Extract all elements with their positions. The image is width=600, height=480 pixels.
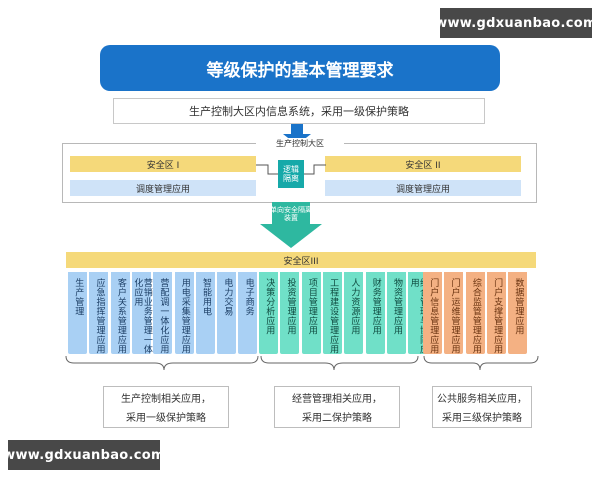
app-column-label: 营配调一体化应用 [158,278,169,354]
app-column-label: 智能用电 [201,278,212,316]
app-column-label: 营销业务管理一体化应用 [132,278,152,354]
summary-line2: 采用三级保护策略 [442,413,522,424]
app-column-business: 工程建设管理应用 [322,272,342,354]
app-column-business: 财务管理应用 [365,272,385,354]
app-column-label: 门户信息管理应用 [428,278,439,354]
app-column-production: 电子商务 [238,272,258,354]
summary-line2: 采用二保护策略 [302,413,372,424]
app-column-public: 门户信息管理应用 [423,272,442,354]
app-column-production: 生产管理 [68,272,87,354]
app-column-label: 门户运维管理应用 [449,278,460,354]
green-arrow-icon [260,202,322,248]
zone2-dispatch-app: 调度管理应用 [325,180,521,196]
summary-business-management: 经营管理相关应用， 采用二保护策略 [274,386,400,428]
app-column-production: 营销业务管理一体化应用 [131,272,152,354]
app-column-label: 物资管理应用 [392,278,403,335]
logical-isolation-box: 逻辑隔离 [278,160,304,188]
app-column-label: 电力交易 [222,278,233,316]
app-column-business: 人力资源应用 [344,272,364,354]
app-column-public: 综合监管管理应用 [465,272,485,354]
app-column-production: 智能用电 [195,272,215,354]
group-brackets [65,355,539,371]
one-way-isolation-label: 单向安全隔离装置 [270,206,312,223]
security-zone-2: 安全区 II [325,156,521,172]
app-column-public: 门户支撑管理应用 [486,272,506,354]
app-column-label: 决策分析应用 [264,278,275,335]
summary-public-service: 公共服务相关应用， 采用三级保护策略 [432,386,532,428]
app-column-public: 门户运维管理应用 [444,272,464,354]
security-zone-1: 安全区 I [70,156,256,172]
app-column-label: 用电采集管理应用 [179,278,190,354]
app-column-production: 用电采集管理应用 [174,272,194,354]
app-column-business: 决策分析应用 [259,272,278,354]
app-column-production: 电力交易 [217,272,237,354]
arrow-down-icon [283,124,311,145]
production-control-label: 生产控制大区 [256,138,344,150]
app-column-business: 物资管理应用 [386,272,406,354]
app-column-business: 投资管理应用 [280,272,300,354]
app-column-label: 客户关系管理应用 [115,278,126,354]
app-column-business: 项目管理应用 [301,272,321,354]
app-column-label: 人力资源应用 [349,278,360,335]
app-column-label: 门户支撑管理应用 [492,278,503,354]
summary-line1: 经营管理相关应用， [292,394,382,405]
app-column-label: 电子商务 [243,278,254,316]
zone1-dispatch-app: 调度管理应用 [70,180,256,196]
top-policy-box: 生产控制大区内信息系统，采用一级保护策略 [113,98,485,124]
app-column-label: 生产管理 [73,278,84,316]
app-column-public: 数据管理应用 [508,272,528,354]
security-zone-3: 安全区III [66,252,536,268]
isolation-connector [256,164,326,175]
app-column-production: 应急指挥管理应用 [89,272,109,354]
app-column-label: 工程建设管理应用 [328,278,339,354]
app-column-production: 营配调一体化应用 [153,272,173,354]
summary-line2: 采用一级保护策略 [126,413,206,424]
summary-line1: 公共服务相关应用， [437,394,527,405]
app-column-label: 财务管理应用 [370,278,381,335]
summary-line1: 生产控制相关应用， [121,394,211,405]
app-column-label: 应急指挥管理应用 [94,278,105,354]
app-column-label: 数据管理应用 [513,278,524,335]
page-title: 等级保护的基本管理要求 [100,45,500,91]
app-column-label: 项目管理应用 [306,278,317,335]
summary-production-control: 生产控制相关应用， 采用一级保护策略 [103,386,229,428]
app-column-label: 综合监管管理应用 [470,278,481,354]
app-column-production: 客户关系管理应用 [110,272,130,354]
watermark-bottom: www.gdxuanbao.com [3,440,165,470]
watermark-top: www.gdxuanbao.com [435,8,597,38]
app-column-label: 投资管理应用 [285,278,296,335]
